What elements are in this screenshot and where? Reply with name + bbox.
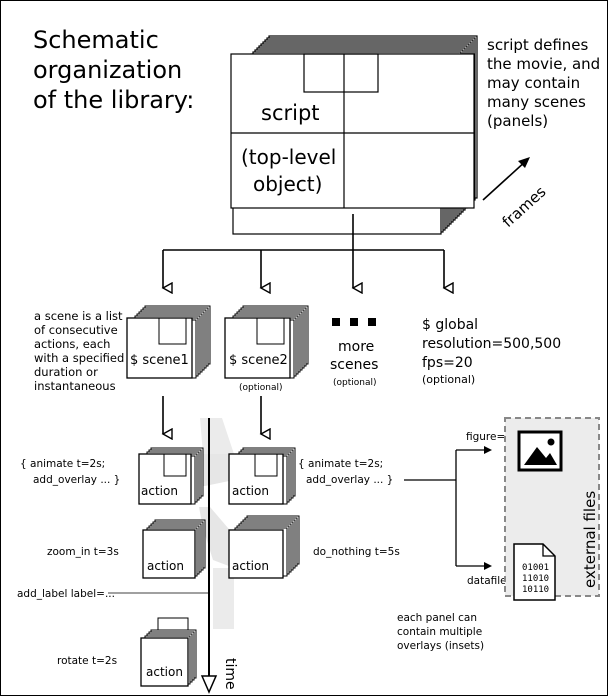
scene-note-4: with a specified <box>34 351 124 365</box>
action2-stack <box>142 519 206 579</box>
script-note-1: script defines <box>487 36 589 54</box>
scene1-label: $ scene1 <box>130 353 189 368</box>
col2-animate-1: { animate t=2s; <box>298 458 383 470</box>
action5-stack <box>228 515 300 579</box>
title-line-3: of the library: <box>33 86 194 114</box>
col2-nothing: do_nothing t=5s <box>313 546 400 558</box>
col1-add-label: add_label label=... <box>17 588 115 600</box>
scene2-label: $ scene2 <box>229 353 288 368</box>
time-band-top <box>200 418 234 454</box>
action4-stack <box>228 447 296 505</box>
more-scenes-optional: (optional) <box>333 378 377 388</box>
action1-stack <box>138 447 204 505</box>
scene2-optional: (optional) <box>239 383 283 393</box>
script-note-2: the movie, and <box>487 55 600 73</box>
script-stack <box>230 35 478 235</box>
col1-animate-1: { animate t=2s; <box>20 458 105 470</box>
action2-label: action <box>147 559 184 573</box>
scene-note-3: actions, each <box>34 337 110 351</box>
global-optional: (optional) <box>422 373 475 386</box>
binary-line-3: 10110 <box>522 585 549 595</box>
time-axis-arrowhead <box>200 675 218 694</box>
script-note-5: (panels) <box>487 112 548 130</box>
scene-note-2: of consecutive <box>34 323 118 337</box>
script-panel <box>230 53 475 209</box>
overlay-connector <box>404 449 488 567</box>
time-band-3 <box>213 568 234 629</box>
time-label: time <box>222 658 238 690</box>
scene-note-1: a scene is a list <box>34 309 123 323</box>
more-scenes-1: more <box>338 339 374 355</box>
more-scenes-dots <box>332 318 376 326</box>
title-line-2: organization <box>33 56 182 84</box>
more-scenes-2: scenes <box>330 357 378 373</box>
scene-note-6: instantaneous <box>34 379 116 393</box>
action3-label: action <box>146 665 183 679</box>
time-band-2 <box>199 507 234 568</box>
datafile-arrowhead <box>484 562 492 570</box>
col1-animate-2: add_overlay ... } <box>33 474 120 486</box>
col2-animate-2: add_overlay ... } <box>306 474 393 486</box>
image-icon <box>517 430 563 472</box>
scene2-stack <box>224 305 309 379</box>
action3-stack <box>140 617 197 687</box>
toplevel-label-2: object) <box>253 172 322 196</box>
overlay-note-2: contain multiple <box>397 626 482 638</box>
script-note-4: many scenes <box>487 93 586 111</box>
branch-connectors <box>163 214 444 288</box>
frames-arrow <box>482 159 528 201</box>
action1-label: action <box>141 484 178 498</box>
global-line-2: resolution=500,500 <box>422 336 561 352</box>
global-line-1: $ global <box>422 317 478 333</box>
toplevel-label-1: (top-level <box>241 145 336 169</box>
scene-to-actions-arrows <box>163 396 261 434</box>
frames-label: frames <box>499 182 550 230</box>
action5-label: action <box>232 559 269 573</box>
overlay-note-1: each panel can <box>397 612 477 624</box>
file-icon <box>513 543 556 601</box>
overlay-note-3: overlays (insets) <box>397 640 484 652</box>
binary-line-2: 11010 <box>522 574 549 584</box>
frames-arrowhead <box>518 157 530 168</box>
external-files-label: external files <box>581 491 599 588</box>
script-label: script <box>261 101 320 125</box>
col1-rotate: rotate t=2s <box>57 655 117 667</box>
action4-label: action <box>232 484 269 498</box>
scene1-stack <box>126 305 211 379</box>
scene-note-5: duration or <box>34 365 98 379</box>
script-note-3: may contain <box>487 74 580 92</box>
col1-zoom: zoom_in t=3s <box>47 546 119 558</box>
figure-arrowhead <box>484 446 492 454</box>
global-line-3: fps=20 <box>422 355 473 371</box>
figure-label: figure=... <box>466 431 515 443</box>
title-line-1: Schematic <box>33 26 159 54</box>
binary-line-1: 01001 <box>522 563 549 573</box>
